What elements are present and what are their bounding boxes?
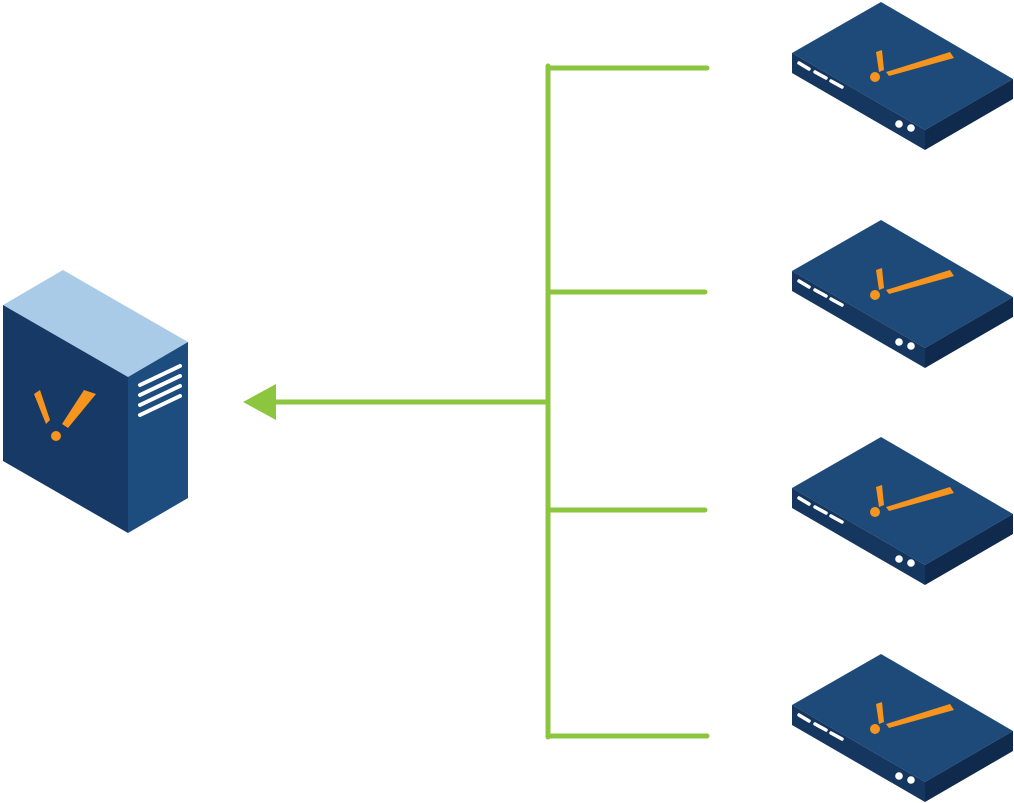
server-vent-lines <box>138 364 182 417</box>
appliance-side-face <box>925 297 1013 368</box>
logo-bar <box>886 52 954 76</box>
logo-dot <box>870 507 880 517</box>
appliance-side-face <box>925 731 1013 802</box>
indicator-light <box>797 496 811 506</box>
indicator-light <box>813 722 828 732</box>
appliance-indicator-lights <box>797 713 844 741</box>
port-dot <box>895 338 903 346</box>
logo-stroke <box>876 50 884 72</box>
logo-bar <box>886 704 954 728</box>
logo-dot <box>870 72 880 82</box>
appliance-port-dots <box>895 555 915 567</box>
exclamation-logo-icon <box>870 268 954 300</box>
rack-appliance-icon <box>792 2 1013 150</box>
exclamation-logo-icon <box>34 390 96 441</box>
appliance-indicator-lights <box>797 496 844 524</box>
logo-dot <box>870 724 880 734</box>
port-dot <box>907 124 915 132</box>
port-dot <box>907 776 915 784</box>
server-tower-icon <box>3 270 188 533</box>
exclamation-logo-icon <box>870 50 954 82</box>
appliance-port-dots <box>895 120 915 132</box>
indicator-light <box>797 61 811 71</box>
rack-appliance-icon <box>792 220 1013 368</box>
logo-dot <box>870 290 880 300</box>
exclamation-logo-icon <box>870 702 954 734</box>
appliance-side-face <box>925 79 1013 150</box>
port-dot <box>895 120 903 128</box>
rack-appliance-icon <box>792 654 1013 802</box>
logo-stroke <box>876 268 884 290</box>
appliance-top-face <box>792 220 1013 348</box>
indicator-light <box>829 79 844 89</box>
port-dot <box>907 559 915 567</box>
appliance-side-face <box>925 514 1013 585</box>
indicator-light <box>829 297 844 307</box>
indicator-light <box>829 731 844 741</box>
appliance-top-face <box>792 2 1013 130</box>
indicator-light <box>813 288 828 298</box>
appliance-indicator-lights <box>797 279 844 307</box>
arrow-head-icon <box>243 384 276 420</box>
port-dot <box>907 342 915 350</box>
server-top-face <box>3 270 188 377</box>
connector-lines <box>243 63 710 740</box>
exclamation-logo-icon <box>870 485 954 517</box>
appliance-group <box>792 2 1013 802</box>
indicator-light <box>813 505 828 515</box>
rack-appliance-icon <box>792 437 1013 585</box>
port-dot <box>895 772 903 780</box>
logo-stroke <box>876 485 884 507</box>
appliance-top-face <box>792 437 1013 565</box>
logo-bar <box>886 270 954 294</box>
logo-stroke <box>876 702 884 724</box>
logo-bar <box>886 487 954 511</box>
indicator-light <box>829 514 844 524</box>
port-dot <box>895 555 903 563</box>
appliance-indicator-lights <box>797 61 844 89</box>
appliance-top-face <box>792 654 1013 782</box>
indicator-light <box>797 713 811 723</box>
appliance-port-dots <box>895 338 915 350</box>
indicator-light <box>797 279 811 289</box>
indicator-light <box>813 70 828 80</box>
appliance-port-dots <box>895 772 915 784</box>
